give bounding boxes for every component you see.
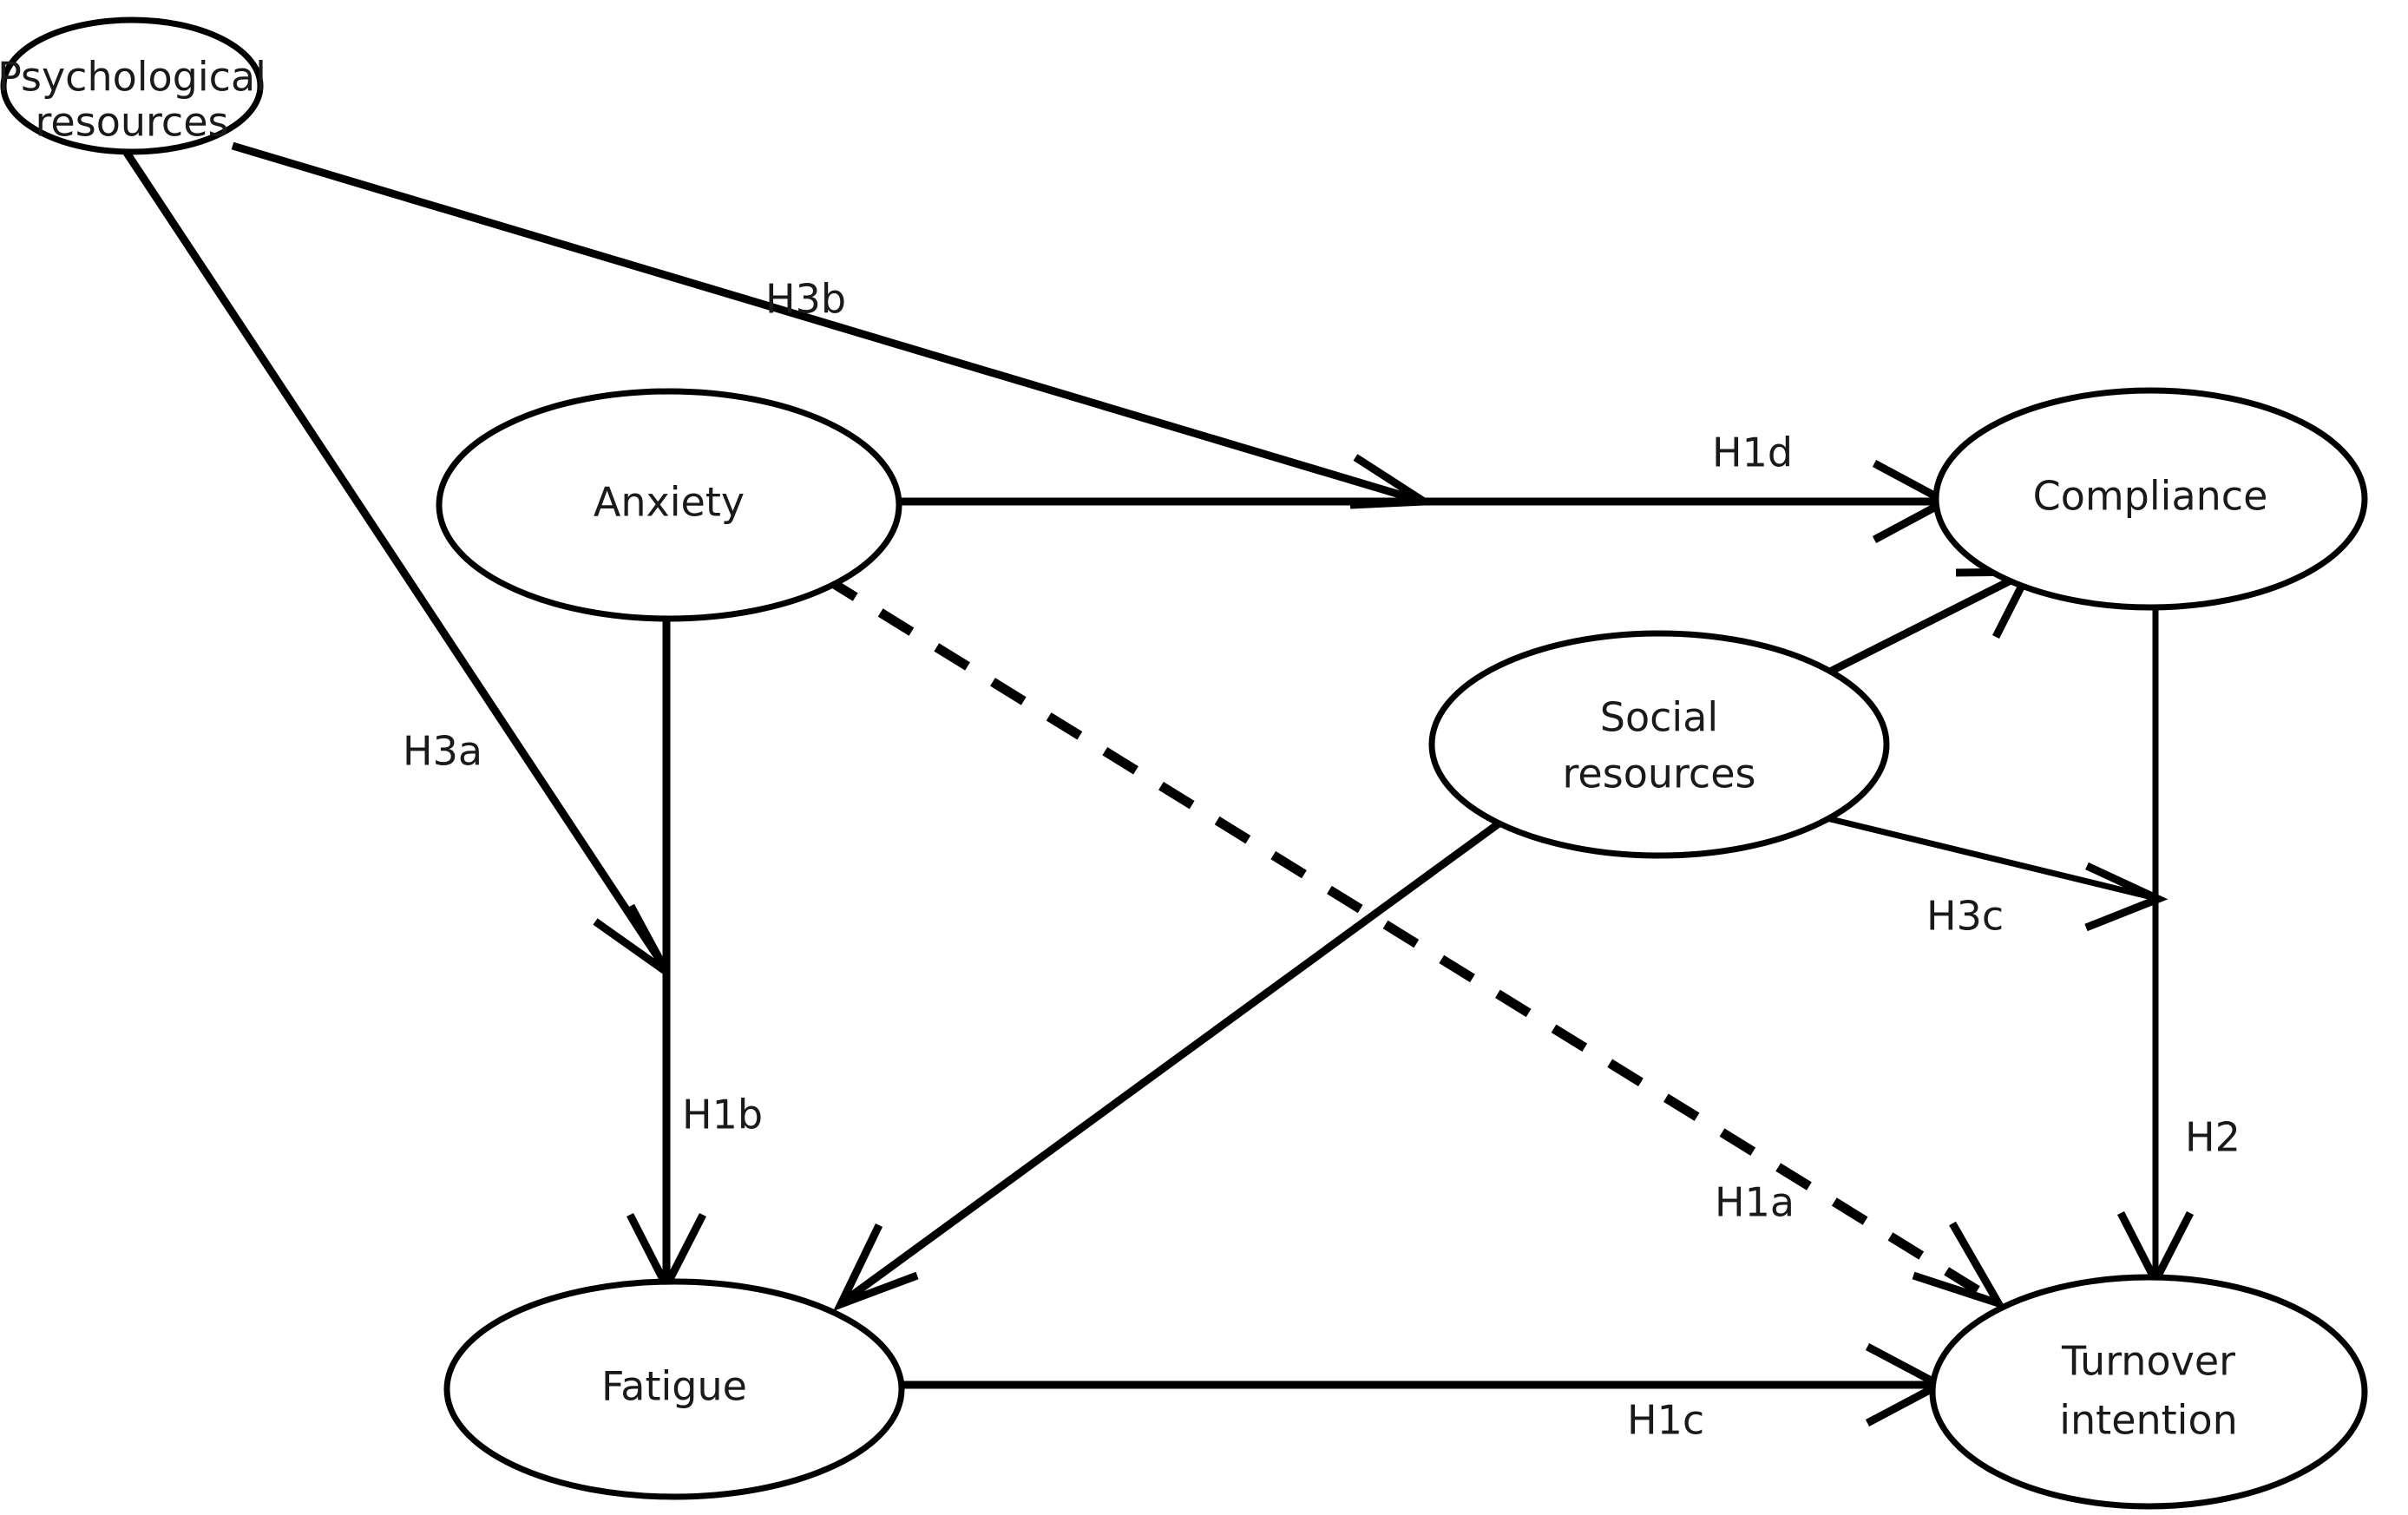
node-fatigue[interactable]: Fatigue: [443, 1278, 905, 1500]
edge-label-h1b: H1b: [682, 1092, 763, 1138]
node-anxiety[interactable]: Anxiety: [436, 388, 902, 622]
edge-social-to-fatigue: [833, 814, 1510, 1312]
node-anxiety-shape[interactable]: [436, 388, 902, 622]
node-turnover-intention-label-line1: Turnover: [2061, 1338, 2235, 1385]
node-compliance-label-line1: Compliance: [2033, 473, 2268, 520]
edge-label-h2: H2: [2185, 1114, 2241, 1161]
edge-h3c-arrowhead: [2084, 862, 2169, 932]
node-turnover-intention[interactable]: Turnover intention: [1929, 1274, 2368, 1510]
node-anxiety-label-line1: Anxiety: [594, 479, 745, 526]
node-turnover-intention-label-line2: intention: [2059, 1397, 2238, 1444]
node-social-resources-label-line2: resources: [1563, 751, 1756, 797]
edge-h2: [2116, 607, 2195, 1289]
edge-h1a-arrowhead: [1912, 1221, 2007, 1310]
node-psychological-resources[interactable]: Psychological resources: [0, 16, 266, 155]
node-turnover-intention-shape[interactable]: [1929, 1274, 2368, 1510]
node-social-resources-label-line1: Social: [1600, 694, 1718, 741]
node-social-resources[interactable]: Social resources: [1428, 630, 1890, 859]
edge-label-h3a: H3a: [403, 728, 482, 775]
edge-label-h1a: H1a: [1715, 1179, 1795, 1226]
edge-social-to-compliance-line: [1824, 568, 2029, 678]
edge-social-to-fatigue-line: [841, 814, 1510, 1305]
edge-h1a: [822, 574, 2007, 1310]
node-compliance[interactable]: Compliance: [1932, 387, 2368, 611]
edge-h3a-line: [123, 150, 670, 973]
edge-h3c-line: [1815, 812, 2156, 902]
node-psychological-resources-shape[interactable]: [0, 16, 264, 155]
node-social-resources-shape[interactable]: [1428, 630, 1890, 859]
edge-label-h3c: H3c: [1926, 893, 2004, 940]
edge-label-h1c: H1c: [1627, 1397, 1704, 1444]
edge-social-to-fatigue-arrowhead: [833, 1223, 919, 1312]
edge-h1a-line: [822, 574, 1998, 1306]
node-fatigue-shape[interactable]: [443, 1278, 905, 1500]
edge-label-h3b: H3b: [765, 276, 846, 323]
node-compliance-shape[interactable]: [1932, 387, 2368, 611]
edge-h3b-line: [231, 141, 1425, 506]
edge-social-to-compliance: [1824, 567, 2036, 678]
node-psychological-resources-label-line2: resources: [36, 99, 229, 146]
node-fatigue-label-line1: Fatigue: [601, 1363, 747, 1410]
edge-label-h1d: H1d: [1712, 430, 1793, 476]
node-psychological-resources-label-line1: Psychological: [0, 54, 266, 101]
edge-h1c: [901, 1343, 1948, 1426]
